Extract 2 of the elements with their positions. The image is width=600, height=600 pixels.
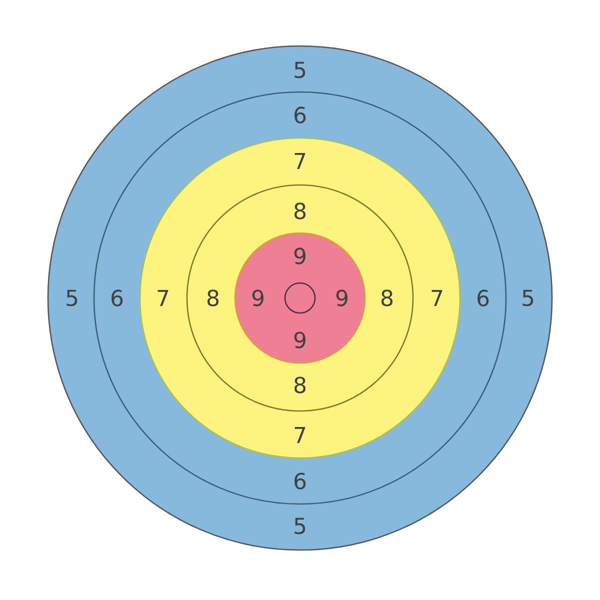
- ring: 9 9 9 9: [234, 232, 366, 364]
- center-circle: [284, 282, 316, 314]
